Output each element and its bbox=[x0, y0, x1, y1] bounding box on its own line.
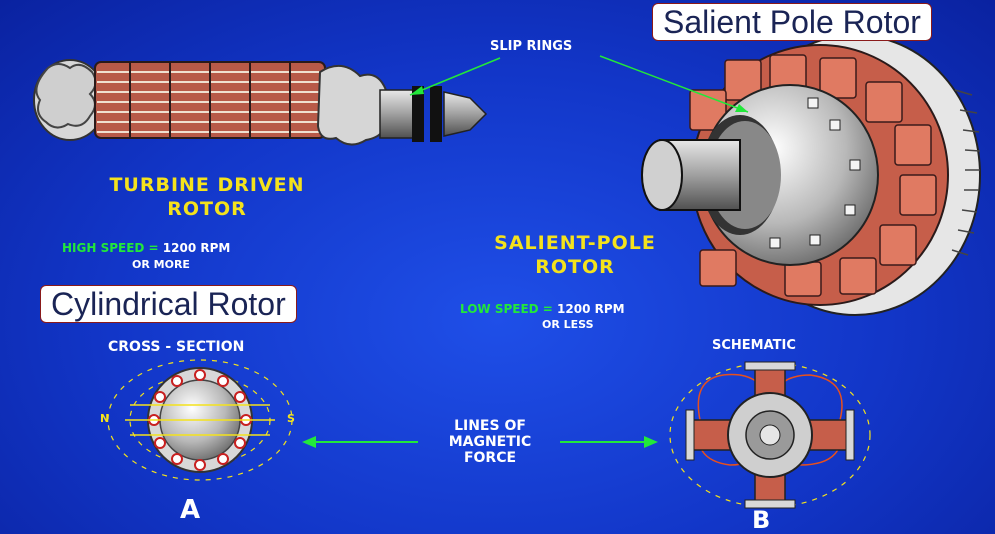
salient-pole-callout: Salient Pole Rotor bbox=[652, 3, 932, 41]
turbine-rotor-illustration bbox=[33, 59, 488, 146]
schematic-letter: B bbox=[752, 506, 771, 534]
turbine-speed-label: HIGH SPEED = bbox=[62, 241, 159, 255]
salient-title-line-2: ROTOR bbox=[535, 256, 615, 278]
salient-speed-value: 1200 RPM bbox=[557, 302, 625, 316]
salient-title-line-1: SALIENT-POLE bbox=[494, 232, 656, 254]
salient-speed: LOW SPEED = 1200 RPM bbox=[460, 302, 625, 316]
salient-speed-qualifier: OR LESS bbox=[542, 318, 594, 331]
cross-section-letter: A bbox=[180, 495, 201, 525]
south-pole-label: S bbox=[287, 412, 295, 425]
slip-rings-pointers bbox=[409, 55, 749, 113]
turbine-title-line-1: TURBINE DRIVEN bbox=[109, 174, 305, 196]
lines-of-force-arrows bbox=[302, 436, 658, 448]
lines-of-force-line-2: MAGNETIC bbox=[448, 434, 532, 450]
slip-rings-label: SLIP RINGS bbox=[490, 39, 573, 54]
schematic-diagram bbox=[669, 361, 871, 509]
salient-speed-label: LOW SPEED = bbox=[460, 302, 553, 316]
turbine-speed: HIGH SPEED = 1200 RPM bbox=[62, 241, 230, 255]
lines-of-force-line-1: LINES OF bbox=[454, 418, 526, 434]
schematic-title: SCHEMATIC bbox=[712, 338, 796, 353]
lines-of-force-line-3: FORCE bbox=[463, 450, 517, 466]
turbine-speed-qualifier: OR MORE bbox=[132, 258, 190, 271]
north-pole-label: N bbox=[100, 412, 110, 425]
turbine-title-line-2: ROTOR bbox=[167, 198, 247, 220]
turbine-speed-value: 1200 RPM bbox=[162, 241, 231, 255]
cross-section-title: CROSS - SECTION bbox=[108, 339, 245, 355]
cross-section-diagram bbox=[107, 359, 293, 481]
salient-pole-rotor-illustration bbox=[641, 34, 981, 316]
cylindrical-rotor-callout: Cylindrical Rotor bbox=[40, 285, 297, 323]
